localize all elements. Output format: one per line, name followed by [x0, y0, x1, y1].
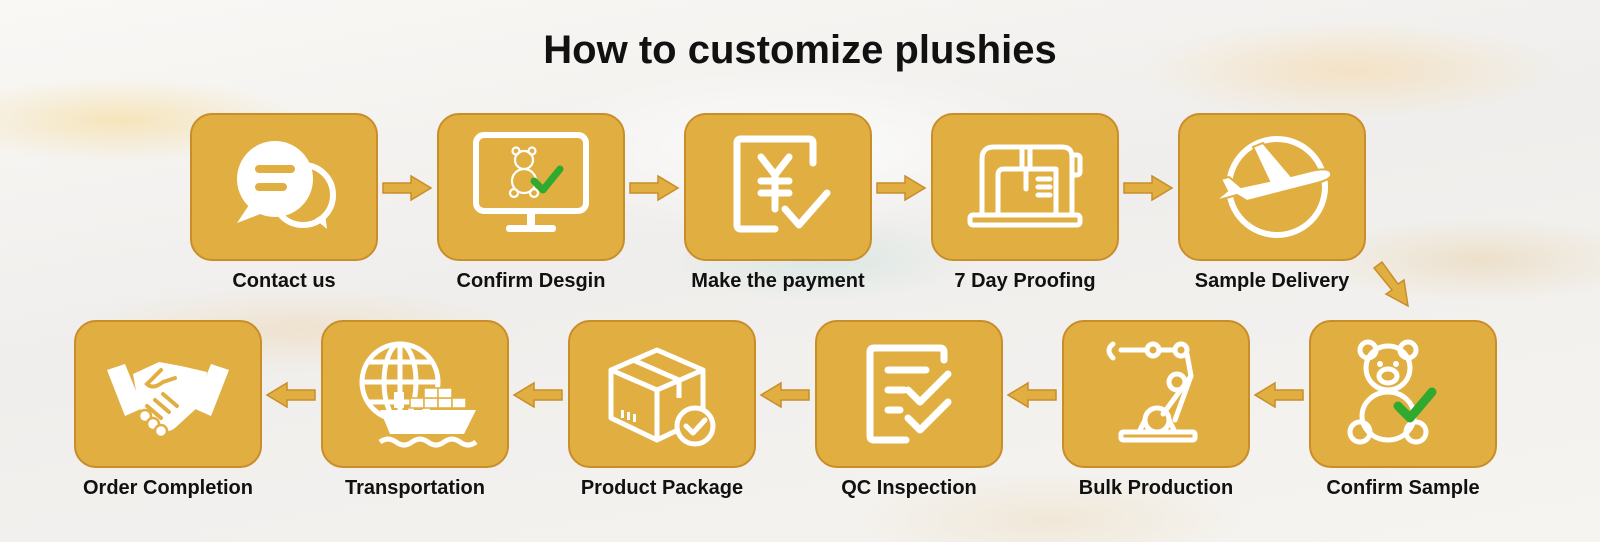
arrow-right-icon [876, 174, 927, 202]
chat-bubbles-icon [237, 141, 336, 229]
step-tile [684, 113, 872, 261]
step-bulk-production: Bulk Production [1062, 320, 1250, 500]
step-label: Sample Delivery [1194, 270, 1350, 292]
step-confirm-design: Confirm Desgin [437, 113, 625, 293]
step-label: 7 Day Proofing [954, 270, 1096, 292]
step-tile [321, 320, 509, 468]
arrow-right-icon [629, 174, 680, 202]
checklist-icon [866, 344, 952, 444]
step-7-day-proofing: 7 Day Proofing [931, 113, 1119, 293]
arrow-left-icon [1006, 381, 1057, 409]
step-label: Confirm Sample [1326, 477, 1480, 499]
arrow-left-icon [1253, 381, 1304, 409]
step-tile [568, 320, 756, 468]
arrow-left-icon [512, 381, 563, 409]
step-label: Make the payment [691, 270, 865, 292]
arrow-down-right-icon [1372, 260, 1409, 308]
step-tile [1062, 320, 1250, 468]
step-label: Product Package [580, 477, 744, 499]
package-box-check-icon [608, 347, 716, 447]
step-tile [931, 113, 1119, 261]
globe-cargo-ship-icon [359, 341, 478, 448]
step-label: QC Inspection [841, 477, 977, 499]
step-tile [815, 320, 1003, 468]
step-tile [74, 320, 262, 468]
step-label: Contact us [232, 270, 336, 292]
handshake-icon [107, 362, 229, 439]
step-transportation: Transportation [321, 320, 509, 500]
step-label: Order Completion [82, 477, 253, 499]
step-product-package: Product Package [568, 320, 756, 500]
step-tile [1309, 320, 1497, 468]
step-confirm-sample: Confirm Sample [1309, 320, 1497, 500]
airplane-icon [1214, 136, 1333, 238]
step-label: Confirm Desgin [456, 270, 606, 292]
step-qc-inspection: QC Inspection [815, 320, 1003, 500]
step-tile [437, 113, 625, 261]
step-contact-us: Contact us [190, 113, 378, 293]
yen-payment-check-icon [733, 135, 831, 233]
arrow-right-icon [382, 174, 433, 202]
step-tile [1178, 113, 1366, 261]
step-label: Transportation [344, 477, 485, 499]
step-sample-delivery: Sample Delivery [1178, 113, 1366, 293]
step-make-payment: Make the payment [684, 113, 872, 293]
arrow-right-icon [1123, 174, 1174, 202]
monitor-teddy-check-icon [473, 132, 589, 232]
step-tile [190, 113, 378, 261]
teddy-bear-check-icon [1347, 339, 1437, 445]
step-label: Bulk Production [1078, 477, 1234, 499]
page-title: How to customize plushies [543, 28, 1057, 72]
step-order-completion: Order Completion [74, 320, 262, 500]
sewing-machine-icon [967, 144, 1083, 228]
arrow-left-icon [265, 381, 316, 409]
arrow-left-icon [759, 381, 810, 409]
robot-arm-icon [1106, 341, 1198, 443]
